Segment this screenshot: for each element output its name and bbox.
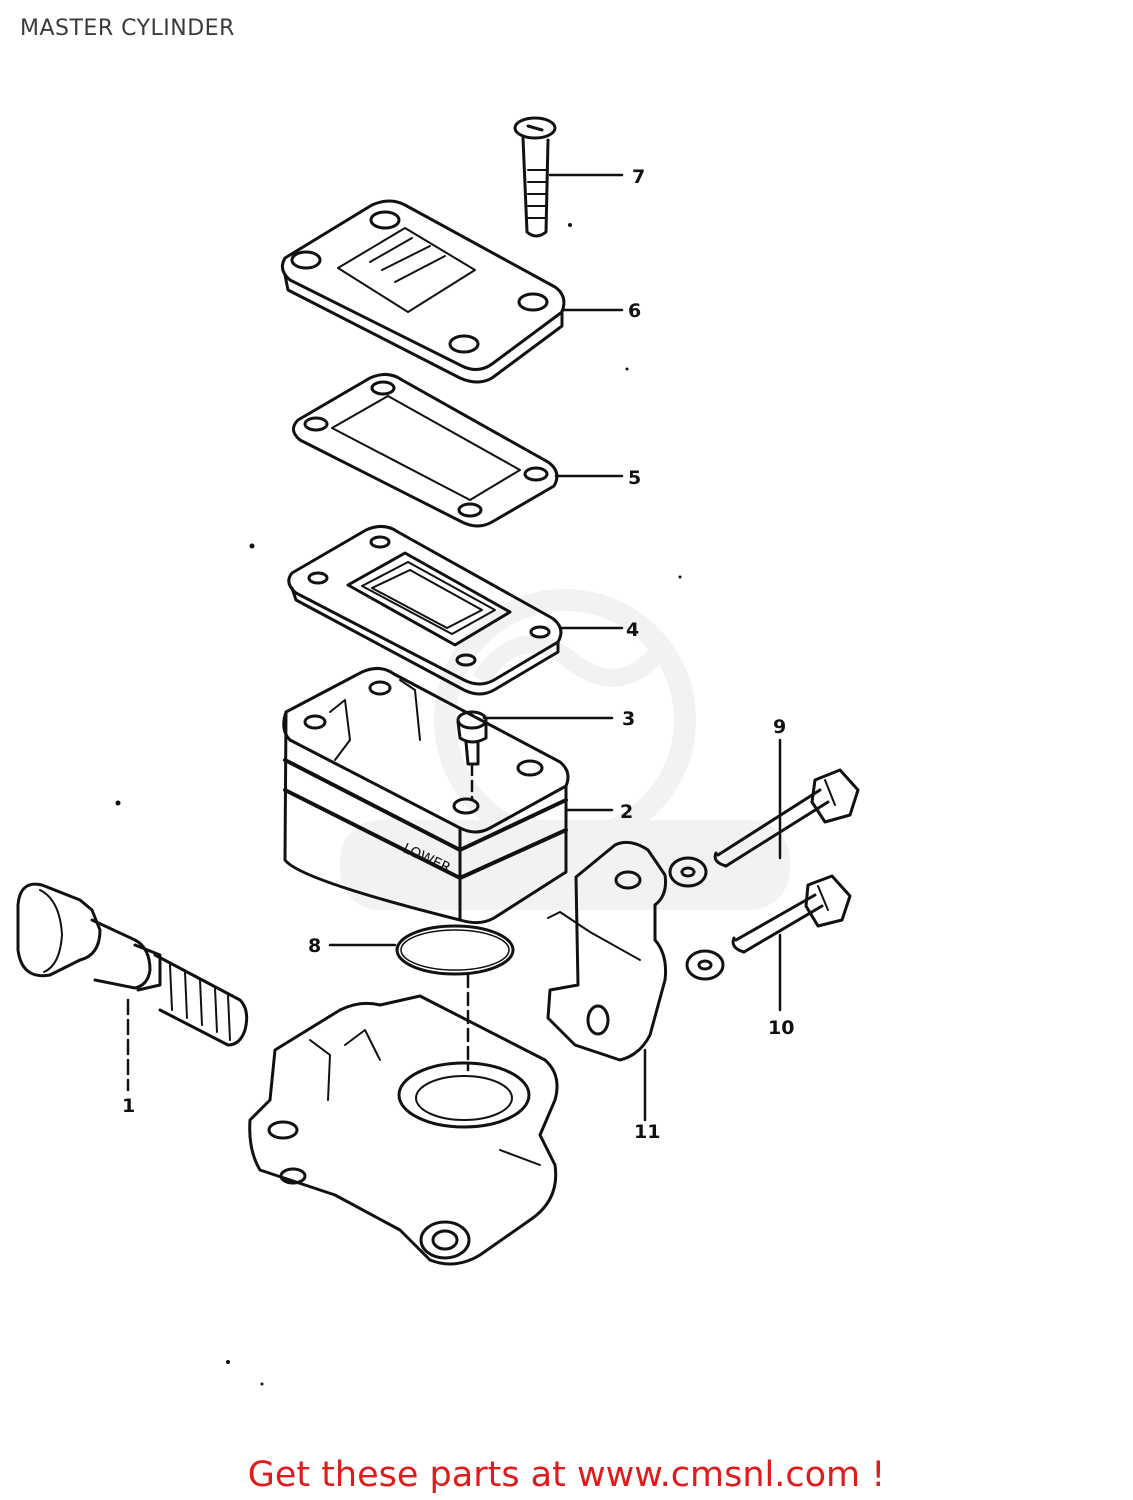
cap-screw-part [513,116,557,238]
callout-11: 11 [634,1121,660,1143]
footer-link[interactable]: Get these parts at www.cmsnl.com ! [247,1455,886,1495]
scan-specks [115,223,682,1386]
callout-6: 6 [628,300,641,322]
leader-lines [126,173,782,1122]
svg-text:LOWER: LOWER [400,841,453,877]
washer-10-part [685,949,725,981]
callout-7: 7 [632,166,645,188]
callout-1: 1 [122,1095,135,1117]
page-title: MASTER CYLINDER [20,16,235,41]
cylinder-body-part [248,994,559,1266]
diaphragm-part [287,525,563,696]
diaphragm-plate-part [292,373,559,528]
callout-3: 3 [622,708,635,730]
washer-9-part [668,856,708,888]
callout-5: 5 [628,467,641,489]
bolt-9-part [713,768,860,868]
reservoir-part: LOWER [282,667,570,925]
callout-9: 9 [773,716,786,738]
reservoir-screw-part [456,710,488,766]
bolt-10-part [731,874,852,954]
o-ring-part [395,924,515,976]
reservoir-cap-part [280,199,566,384]
piston-assembly-part [16,882,249,1047]
callout-10: 10 [768,1017,794,1039]
callout-8: 8 [308,935,321,957]
callout-4: 4 [626,619,639,641]
callout-2: 2 [620,801,633,823]
holder-clamp-part [546,840,667,1062]
